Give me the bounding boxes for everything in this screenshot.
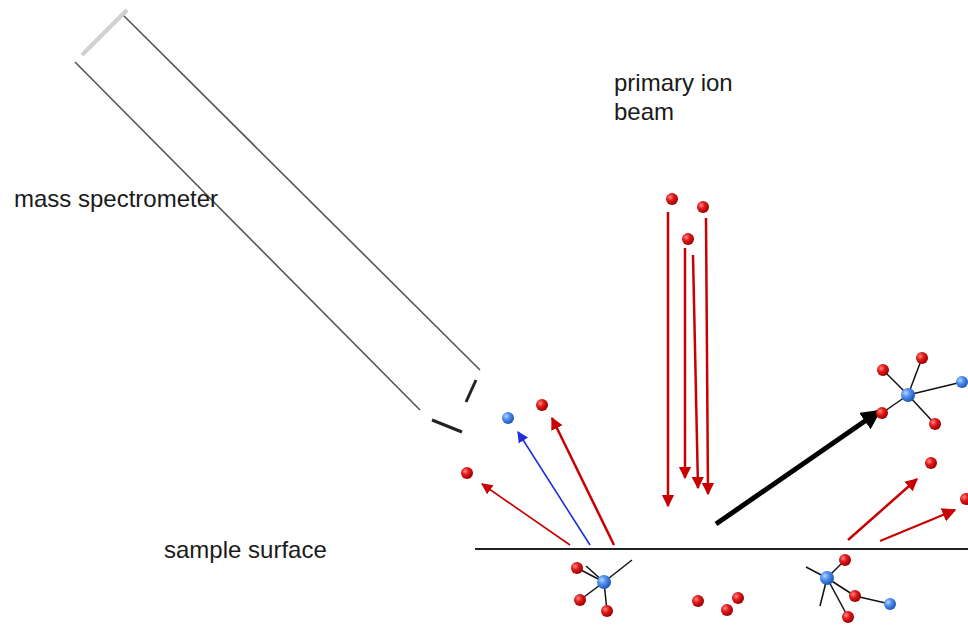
emitted-molecule (876, 352, 968, 430)
tube-cap (82, 10, 127, 55)
text-label: primary ion beam (614, 68, 754, 126)
text-label: mass spectrometer (14, 184, 234, 213)
primary-beam (668, 212, 708, 506)
sample-atoms (692, 592, 744, 616)
sample-molecule (571, 560, 632, 617)
surface-line (475, 548, 968, 550)
sample-molecule (806, 554, 896, 623)
spectrometer-tube (75, 10, 480, 432)
tube-aperture (466, 380, 476, 402)
text-label: sample surface (164, 535, 464, 564)
secondary-emission (482, 412, 955, 545)
secondary-ions (461, 399, 968, 505)
primary-ions (666, 193, 709, 245)
tube-aperture (432, 420, 462, 432)
